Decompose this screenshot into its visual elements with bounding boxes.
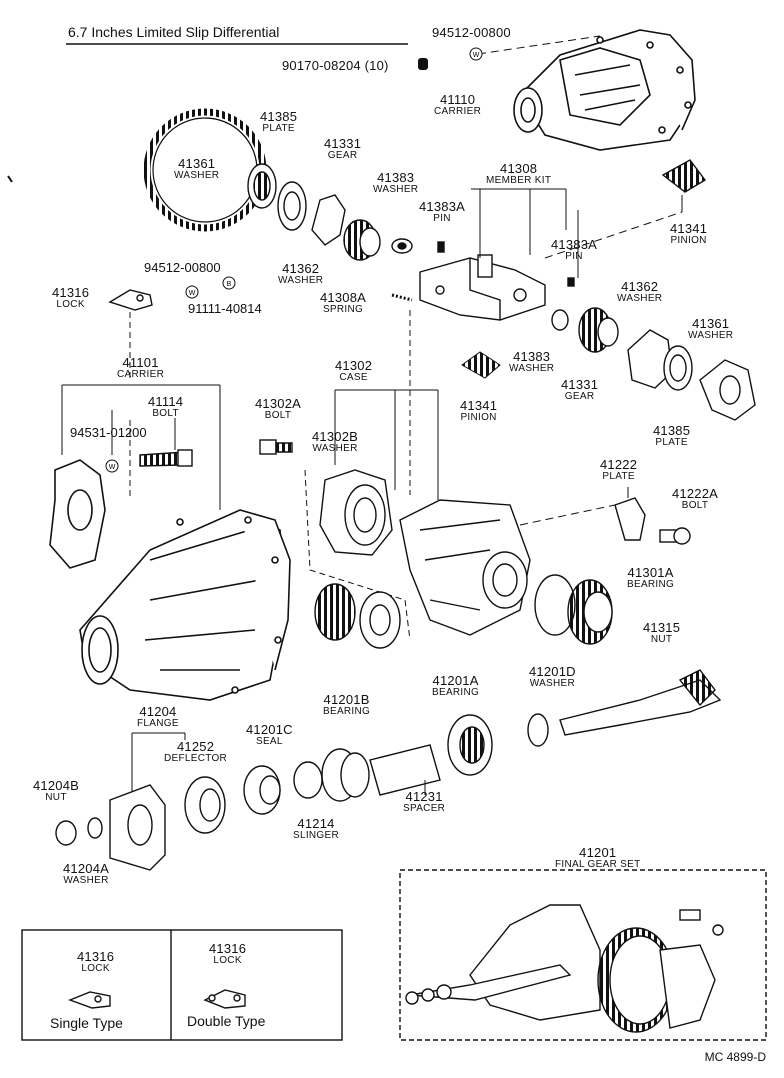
final-gear-set-box bbox=[399, 869, 767, 1041]
carrier-41110-drawing bbox=[513, 29, 696, 151]
carrier-41101-drawing bbox=[79, 509, 291, 701]
svg-text:B: B bbox=[227, 281, 232, 288]
callout-94512-00800-mid: 94512-00800 bbox=[144, 260, 221, 275]
double-type-caption: Double Type bbox=[187, 1013, 266, 1029]
diagram-title: 6.7 Inches Limited Slip Differential bbox=[68, 24, 280, 40]
svg-text:W: W bbox=[109, 464, 116, 471]
member-kit-drawing bbox=[391, 241, 575, 321]
svg-text:W: W bbox=[189, 290, 196, 297]
callout-90170-08204: 90170-08204 (10) bbox=[282, 58, 389, 73]
single-type-caption: Single Type bbox=[50, 1015, 123, 1031]
drawing-code: MC 4899-D bbox=[704, 1050, 766, 1064]
callout-94512-00800-top: 94512-00800 bbox=[432, 25, 511, 40]
lock-type-box bbox=[21, 929, 343, 1041]
callout-91111-40814: 91111-40814 bbox=[188, 301, 262, 316]
callout-94531-01200: 94531-01200 bbox=[70, 425, 147, 440]
svg-text:W: W bbox=[473, 52, 480, 59]
